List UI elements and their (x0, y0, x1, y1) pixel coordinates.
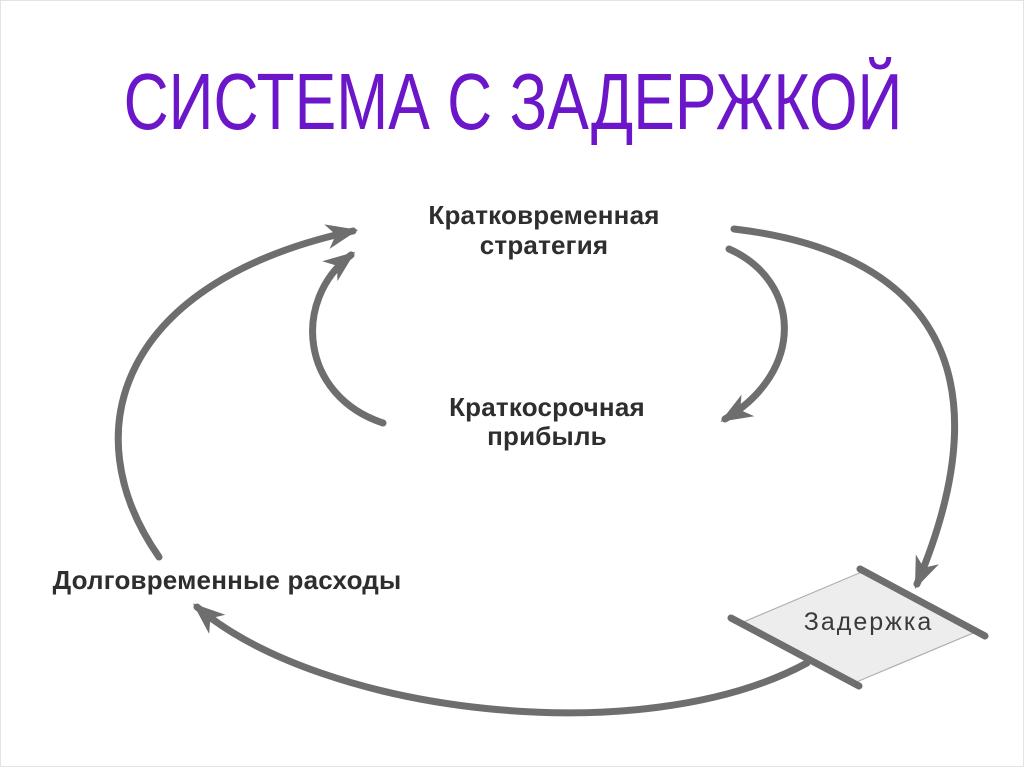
arrow-delay-to-costs (192, 603, 811, 717)
delay-edge-highlight-bottom (727, 614, 863, 690)
node-short-term-strategy: Кратковременная стратегия (414, 200, 674, 260)
node-label-line: стратегия (479, 230, 609, 260)
node-label-line: Кратковременная (428, 200, 660, 230)
node-delay-label: Задержка (803, 608, 934, 636)
slide-title: СИСТЕМА С ЗАДЕРЖКОЙ (123, 57, 903, 146)
node-label-line: прибыль (487, 421, 607, 451)
node-label-line: Краткосрочная (449, 392, 645, 422)
node-long-term-costs: Долговременные расходы (52, 565, 402, 595)
arrow-strategy-to-delay (730, 225, 958, 589)
arrow-strategy-to-profit (720, 245, 788, 423)
arrow-profit-to-strategy (309, 251, 387, 427)
delay-edge-highlight-top (856, 565, 989, 640)
arrow-costs-to-strategy (114, 224, 359, 561)
node-short-term-profit: Краткосрочная прибыль (427, 393, 667, 451)
